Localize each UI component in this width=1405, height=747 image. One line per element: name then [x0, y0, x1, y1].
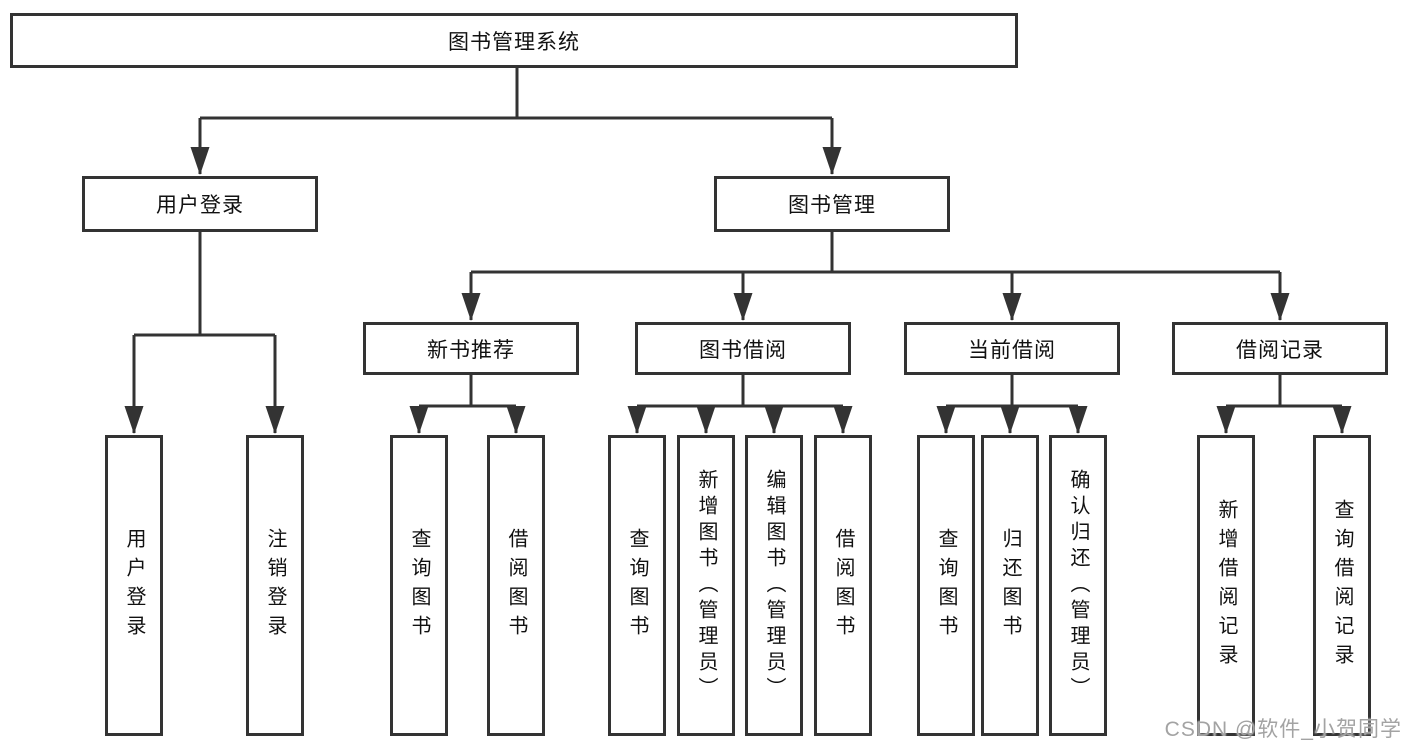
node-label: 确认归还（管理员）: [1067, 468, 1089, 703]
node-label: 借阅图书: [832, 527, 854, 644]
node-user-login: 用户登录: [82, 176, 318, 232]
node-label: 图书管理: [788, 194, 876, 217]
node-label: 新书推荐: [427, 338, 515, 362]
csdn-watermark: CSDN @软件_小贺同学: [1164, 718, 1402, 741]
leaf-return-book: 归还图书: [981, 435, 1039, 736]
leaf-confirm-return-admin: 确认归还（管理员）: [1049, 435, 1107, 736]
node-label: 用户登录: [123, 527, 145, 644]
node-label: 借阅图书: [505, 527, 527, 644]
node-label: 查询图书: [626, 527, 648, 644]
node-label: 图书管理系统: [448, 30, 580, 54]
node-label: 新增借阅记录: [1215, 498, 1237, 673]
node-label: 借阅记录: [1236, 338, 1324, 362]
leaf-query-books-current: 查询图书: [917, 435, 975, 736]
node-library-management-system: 图书管理系统: [10, 13, 1018, 68]
node-borrowing-records: 借阅记录: [1172, 322, 1388, 375]
node-label: 当前借阅: [968, 338, 1056, 362]
node-new-book-recommendation: 新书推荐: [363, 322, 579, 375]
leaf-logout: 注销登录: [246, 435, 304, 736]
node-label: 查询借阅记录: [1331, 498, 1353, 673]
node-current-borrowing: 当前借阅: [904, 322, 1120, 375]
node-book-management: 图书管理: [714, 176, 950, 232]
leaf-borrow-books: 借阅图书: [814, 435, 872, 736]
leaf-borrow-books-recommend: 借阅图书: [487, 435, 545, 736]
node-label: 归还图书: [999, 527, 1021, 644]
leaf-query-books-borrow: 查询图书: [608, 435, 666, 736]
connector-bars: [134, 68, 1342, 408]
node-label: 注销登录: [264, 527, 286, 644]
leaf-query-borrow-record: 查询借阅记录: [1313, 435, 1371, 736]
leaf-query-books-recommend: 查询图书: [390, 435, 448, 736]
node-label: 用户登录: [156, 194, 244, 217]
node-label: 编辑图书（管理员）: [763, 468, 785, 703]
node-book-borrowing: 图书借阅: [635, 322, 851, 375]
node-label: 查询图书: [408, 527, 430, 644]
leaf-user-login: 用户登录: [105, 435, 163, 736]
leaf-add-book-admin: 新增图书（管理员）: [677, 435, 735, 736]
leaf-add-borrow-record: 新增借阅记录: [1197, 435, 1255, 736]
leaf-edit-book-admin: 编辑图书（管理员）: [745, 435, 803, 736]
node-label: 新增图书（管理员）: [695, 468, 717, 703]
node-label: 查询图书: [935, 527, 957, 644]
node-label: 图书借阅: [699, 338, 787, 362]
